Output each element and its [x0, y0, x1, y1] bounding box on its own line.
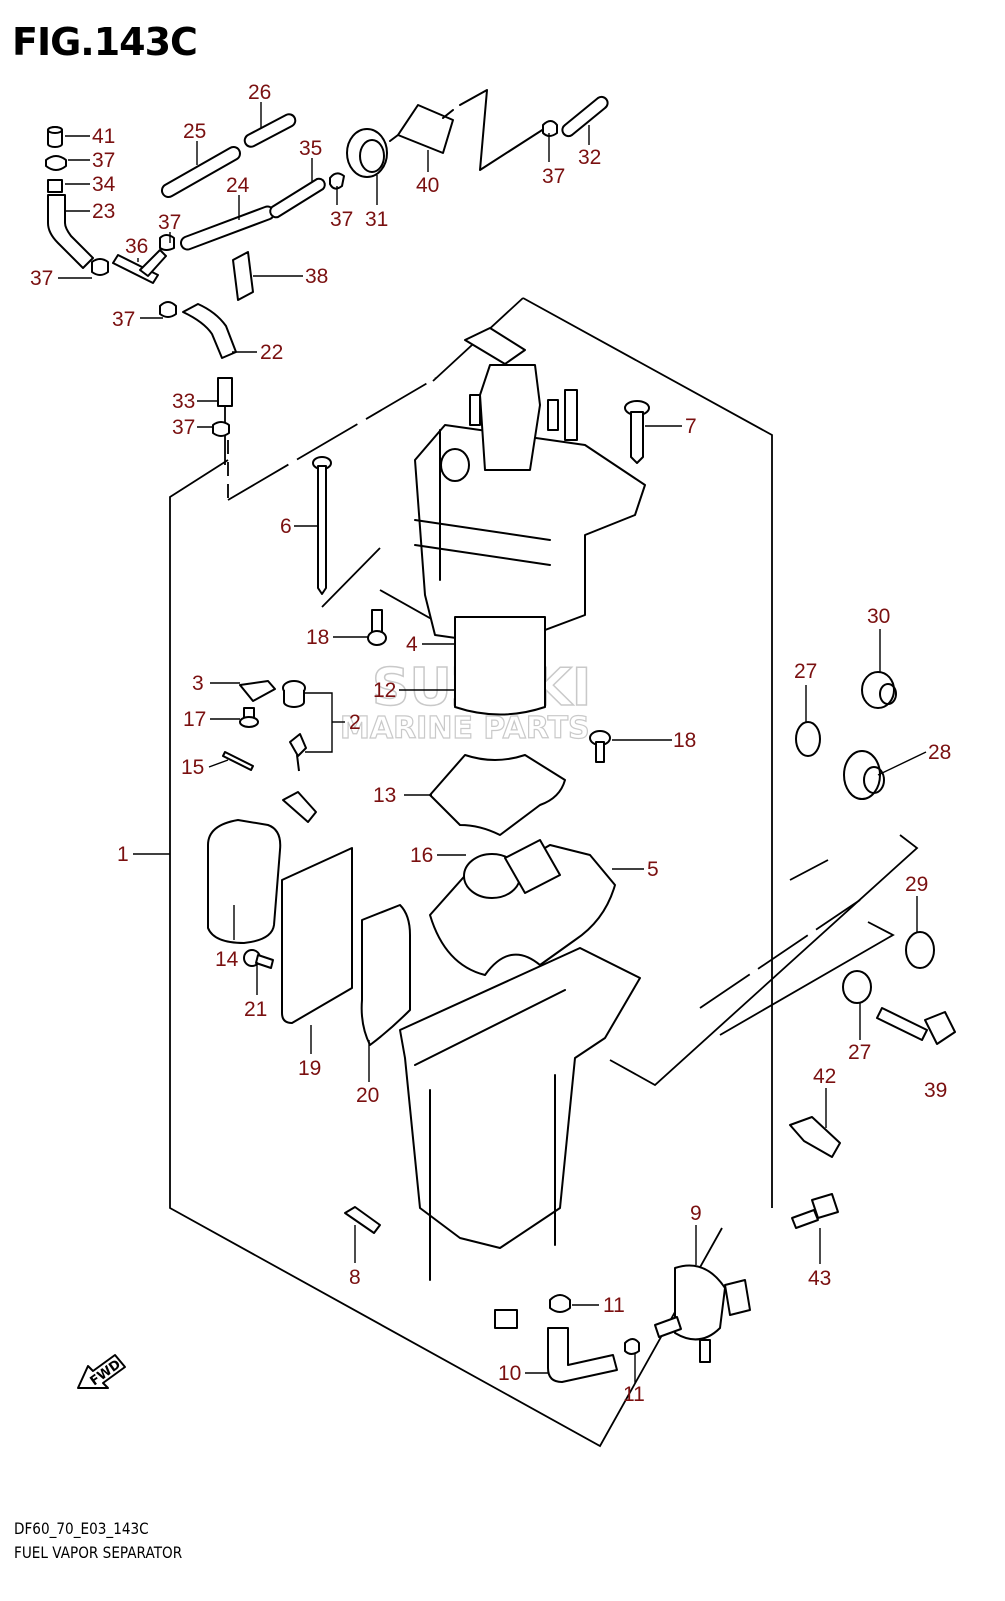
callout: 14 — [215, 948, 239, 971]
callout: 24 — [226, 174, 250, 197]
callout: 34 — [92, 173, 116, 196]
callout: 12 — [373, 679, 396, 702]
callout: 41 — [92, 125, 115, 148]
callout: 43 — [808, 1267, 831, 1290]
callout: 10 — [498, 1362, 521, 1385]
figure-code: DF60_70_E03_143C — [14, 1519, 149, 1538]
callout: 27 — [794, 660, 817, 683]
callout: 19 — [298, 1057, 321, 1080]
callout: 31 — [365, 208, 388, 231]
callout-labels: 41 37 34 23 37 25 26 24 35 37 31 40 37 3… — [30, 81, 951, 1406]
callout: 30 — [867, 605, 890, 628]
callout: 17 — [183, 708, 206, 731]
callout: 6 — [280, 515, 292, 538]
callout: 37 — [112, 308, 135, 331]
callout: 35 — [299, 137, 322, 160]
callout: 20 — [356, 1084, 379, 1107]
callout: 21 — [244, 998, 267, 1021]
callout: 22 — [260, 341, 283, 364]
callout: 16 — [410, 844, 433, 867]
callout: 28 — [928, 741, 951, 764]
callout: 39 — [924, 1079, 947, 1102]
callout: 40 — [416, 174, 439, 197]
callout: 37 — [172, 416, 195, 439]
callout: 27 — [848, 1041, 871, 1064]
callout: 18 — [673, 729, 696, 752]
callout: 9 — [690, 1202, 702, 1225]
assembly-frame — [169, 297, 919, 1448]
callout: 42 — [813, 1065, 836, 1088]
callout: 15 — [181, 756, 204, 779]
callout: 37 — [158, 211, 181, 234]
callout: 2 — [349, 711, 361, 734]
mount-parts — [795, 671, 935, 1004]
callout: 23 — [92, 200, 115, 223]
fasteners — [222, 400, 956, 1355]
callout: 1 — [117, 843, 129, 866]
callout: 13 — [373, 784, 396, 807]
callout: 37 — [330, 208, 353, 231]
fwd-arrow: FWD — [77, 1354, 126, 1389]
separator-lower — [399, 947, 641, 1329]
callout: 11 — [603, 1294, 625, 1317]
callout: 3 — [192, 672, 204, 695]
callout: 26 — [248, 81, 271, 104]
figure-title: FIG.143C — [12, 20, 198, 64]
callout: 5 — [647, 858, 659, 881]
callout: 36 — [125, 235, 148, 258]
callout: 37 — [542, 165, 565, 188]
callout: 29 — [905, 873, 928, 896]
callout: 38 — [305, 265, 328, 288]
callout: 4 — [406, 633, 418, 656]
leader-lines — [58, 102, 927, 1383]
separator-upper — [414, 327, 646, 716]
callout: 8 — [349, 1266, 361, 1289]
callout: 37 — [92, 149, 115, 172]
callout: 33 — [172, 390, 195, 413]
fitting-parts — [547, 1264, 751, 1383]
callout: 32 — [578, 146, 601, 169]
gaskets — [207, 754, 616, 1046]
callout: 18 — [306, 626, 329, 649]
watermark-line-2: MARINE PARTS — [340, 711, 590, 746]
callout: 11 — [623, 1383, 645, 1406]
callout: 25 — [183, 120, 206, 143]
callout: 37 — [30, 267, 53, 290]
callout: 7 — [685, 415, 697, 438]
figure-caption: FUEL VAPOR SEPARATOR — [14, 1543, 183, 1562]
